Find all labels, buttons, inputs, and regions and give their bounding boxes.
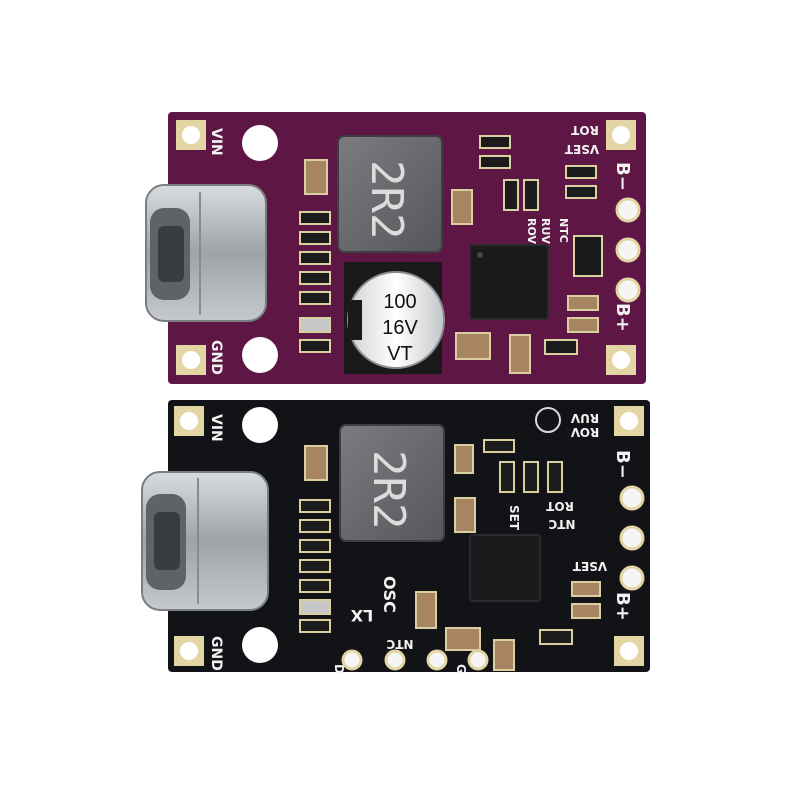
smd-resistor (479, 135, 511, 149)
smd-resistor (479, 155, 511, 169)
smd-capacitor (509, 334, 531, 374)
mount-hole (620, 412, 638, 430)
label-vset: VSET (564, 142, 599, 156)
mount-hole (180, 412, 198, 430)
smd-resistor (523, 179, 539, 211)
mosfet (573, 235, 603, 277)
through-hole (384, 649, 406, 671)
label-b-plus: B+ (612, 303, 633, 332)
led (299, 317, 331, 333)
label-b-plus: B+ (612, 592, 633, 621)
smd-capacitor (445, 627, 481, 651)
through-hole (467, 649, 489, 671)
label-set: SET (507, 505, 521, 531)
smd-resistor (503, 179, 519, 211)
smd-capacitor (567, 295, 599, 311)
smd-capacitor (571, 581, 601, 597)
label-rov: ROV (570, 425, 599, 439)
through-hole (619, 485, 645, 511)
mount-hole (242, 407, 278, 443)
label-osc: OSC (380, 576, 399, 613)
mount-hole (242, 337, 278, 373)
label-vin: VIN (208, 128, 224, 156)
smd-resistor (547, 461, 563, 493)
capacitor-value: 100 (383, 291, 416, 313)
usb-c-tongue (158, 226, 184, 282)
through-hole (341, 649, 363, 671)
smd-capacitor (454, 497, 476, 533)
label-ruv: RUV (539, 218, 552, 244)
charger-ic (469, 534, 541, 602)
smd-resistor (544, 339, 578, 355)
mount-hole (180, 642, 198, 660)
label-b-minus: B− (612, 162, 633, 191)
mount-hole (620, 642, 638, 660)
ic-pin1-dot (477, 252, 483, 258)
label-pin-g: G (454, 664, 468, 674)
capacitor-stripe (348, 300, 362, 340)
smd-capacitor (304, 159, 328, 195)
label-gnd: GND (208, 340, 224, 375)
label-rot: ROT (545, 499, 573, 513)
black-board: 2R2 VIN GND B− B+ RUV ROV (141, 400, 650, 674)
inductor-marking: 2R2 (361, 160, 412, 239)
smd-capacitor (571, 603, 601, 619)
label-rov: ROV (525, 218, 538, 245)
capacitor-voltage: 16V (382, 317, 418, 339)
label-pin-d: D (332, 664, 346, 674)
through-hole (615, 197, 641, 223)
smd-resistor (483, 439, 515, 453)
inductor (337, 135, 443, 253)
through-hole (426, 649, 448, 671)
smd-capacitor (567, 317, 599, 333)
mount-hole (612, 126, 630, 144)
resistor-array (299, 499, 331, 633)
smd-capacitor (454, 444, 474, 474)
label-ntc: NTC (548, 517, 575, 531)
smd-resistor (539, 629, 573, 645)
label-rot: ROT (570, 123, 598, 137)
led (299, 599, 331, 615)
inductor (339, 424, 445, 542)
mount-hole (182, 351, 200, 369)
label-b-minus: B− (612, 450, 633, 479)
smd-capacitor (493, 639, 515, 671)
smd-resistor (523, 461, 539, 493)
mount-hole (182, 126, 200, 144)
smd-resistor (565, 165, 597, 179)
resistor-array (299, 211, 331, 353)
smd-capacitor (415, 591, 437, 629)
purple-board: 2R2 100 16V VT (145, 112, 646, 384)
smd-resistor (565, 185, 597, 199)
label-gnd: GND (208, 636, 224, 671)
mount-hole (242, 627, 278, 663)
through-hole (615, 277, 641, 303)
smd-capacitor (451, 189, 473, 225)
label-vset: VSET (572, 559, 607, 573)
smd-resistor (499, 461, 515, 493)
label-ntc-bottom: NTC (386, 637, 413, 651)
capacitor-series: VT (387, 343, 413, 365)
label-lx: LX (350, 606, 373, 625)
through-hole (619, 525, 645, 551)
mount-hole (612, 351, 630, 369)
potentiometer (535, 407, 561, 433)
usb-c-tongue (154, 512, 180, 570)
through-hole (615, 237, 641, 263)
label-ntc: NTC (557, 218, 570, 243)
charger-ic (469, 244, 549, 320)
smd-capacitor (304, 445, 328, 481)
label-vin: VIN (208, 414, 224, 442)
mount-hole (242, 125, 278, 161)
smd-capacitor (455, 332, 491, 360)
inductor-marking: 2R2 (363, 450, 414, 529)
through-hole (619, 565, 645, 591)
label-ruv: RUV (570, 411, 599, 425)
